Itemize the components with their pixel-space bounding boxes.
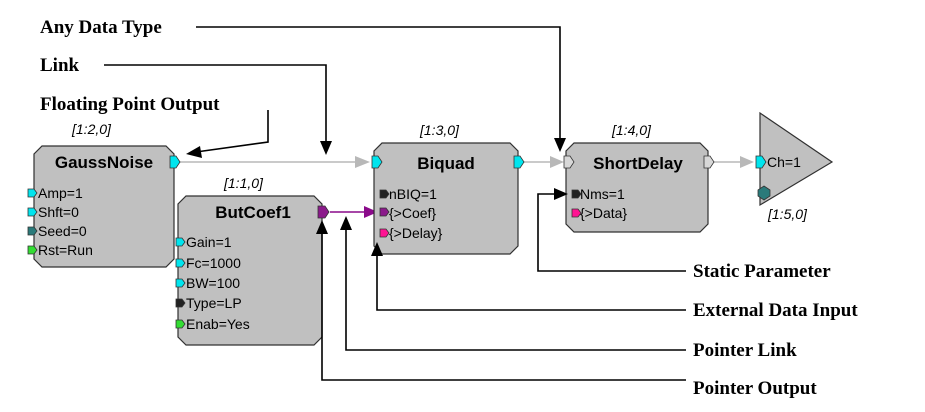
callout-label: Pointer Link [693,340,797,361]
callout-leader [321,230,686,381]
input-port-data[interactable] [571,208,582,218]
float-input-port[interactable] [371,155,383,169]
callout-leader [195,110,269,153]
callout-leader [376,252,686,311]
callout-label: Any Data Type [40,17,162,38]
callout-label: External Data Input [693,300,858,321]
callout-label: Pointer Output [693,378,817,399]
float-output-port[interactable] [513,155,525,169]
block-butcoef1[interactable]: [1:1,0] ButCoef1 Gain=1 Fc=1000 BW=100 T… [175,175,330,346]
input-port-nms[interactable] [571,189,582,199]
input-port-bw[interactable] [175,278,186,288]
input-port-rst[interactable] [27,245,38,255]
pointer-output-port[interactable] [317,205,330,219]
callout-leader [196,26,561,142]
input-port-gain[interactable] [175,237,186,247]
float-input-port[interactable] [755,155,767,169]
param-nbiq: nBIQ=1 [389,186,437,202]
float-output-port[interactable] [169,155,181,169]
param-fc: Fc=1000 [186,255,241,271]
callout-pointer-link: Pointer Link [340,216,797,361]
param-gain: Gain=1 [186,234,232,250]
callout-leader [537,193,686,272]
block-gaussnoise[interactable]: [1:2,0] GaussNoise Amp=1 Shft=0 Seed=0 R… [27,121,181,268]
output-channel: Ch=1 [767,154,801,170]
block-title: Biquad [417,154,475,173]
callout-link: Link [40,55,332,155]
link-arrowhead [355,156,370,168]
callout-arrowhead [316,220,328,234]
callout-arrowhead [371,242,383,256]
param-shft: Shft=0 [38,204,79,220]
callout-label: Static Parameter [693,261,831,282]
callout-label: Floating Point Output [40,94,220,115]
block-title: GaussNoise [55,153,153,172]
input-port-delay[interactable] [379,228,390,238]
pointer-link-arrowhead [364,206,378,218]
input-port-shft[interactable] [27,207,38,217]
callout-arrowhead [554,188,568,200]
input-port-type[interactable] [175,298,186,308]
callout-arrowhead [320,141,332,155]
input-port-nbiq[interactable] [379,189,390,199]
input-port-coef[interactable] [379,207,390,217]
block-title: ButCoef1 [215,203,291,222]
link-arrowhead [740,156,754,168]
input-port-fc[interactable] [175,258,186,268]
callout-pointer-output: Pointer Output [316,220,817,399]
callout-arrowhead [186,146,202,158]
param-type: Type=LP [186,295,242,311]
block-biquad[interactable]: [1:3,0] Biquad nBIQ=1 {>Coef} {>Delay} [371,122,525,255]
input-port-enab[interactable] [175,319,186,329]
callout-label: Link [40,55,80,76]
link-arrowhead [550,156,564,168]
any-type-input-port[interactable] [563,155,575,169]
callout-floating-point-output: Floating Point Output [40,94,269,158]
output-port-lower[interactable] [757,185,771,201]
param-enab: Enab=Yes [186,316,250,332]
param-data: {>Data} [580,205,627,221]
param-seed: Seed=0 [38,223,87,239]
block-index: [1:5,0] [767,206,808,222]
block-index: [1:1,0] [223,175,264,191]
param-coef: {>Coef} [389,205,436,221]
callout-arrowhead [554,138,566,152]
param-nms: Nms=1 [580,186,625,202]
callout-external-data-input: External Data Input [371,242,858,321]
any-type-output-port[interactable] [703,155,715,169]
block-title: ShortDelay [593,154,683,173]
callout-leader [345,226,686,351]
block-shortdelay[interactable]: [1:4,0] ShortDelay Nms=1 {>Data} [563,122,715,233]
callout-any-data-type: Any Data Type [40,17,566,152]
block-index: [1:3,0] [419,122,460,138]
param-bw: BW=100 [186,275,240,291]
param-rst: Rst=Run [38,242,93,258]
param-delay: {>Delay} [389,225,443,241]
callout-leader [104,64,327,145]
block-index: [1:2,0] [71,121,112,137]
param-amp: Amp=1 [38,185,83,201]
block-output[interactable]: Ch=1 [1:5,0] [755,111,834,222]
input-port-amp[interactable] [27,188,38,198]
callout-arrowhead [340,216,352,230]
block-index: [1:4,0] [611,122,652,138]
input-port-seed[interactable] [27,226,38,236]
callout-static-parameter: Static Parameter [537,188,831,282]
